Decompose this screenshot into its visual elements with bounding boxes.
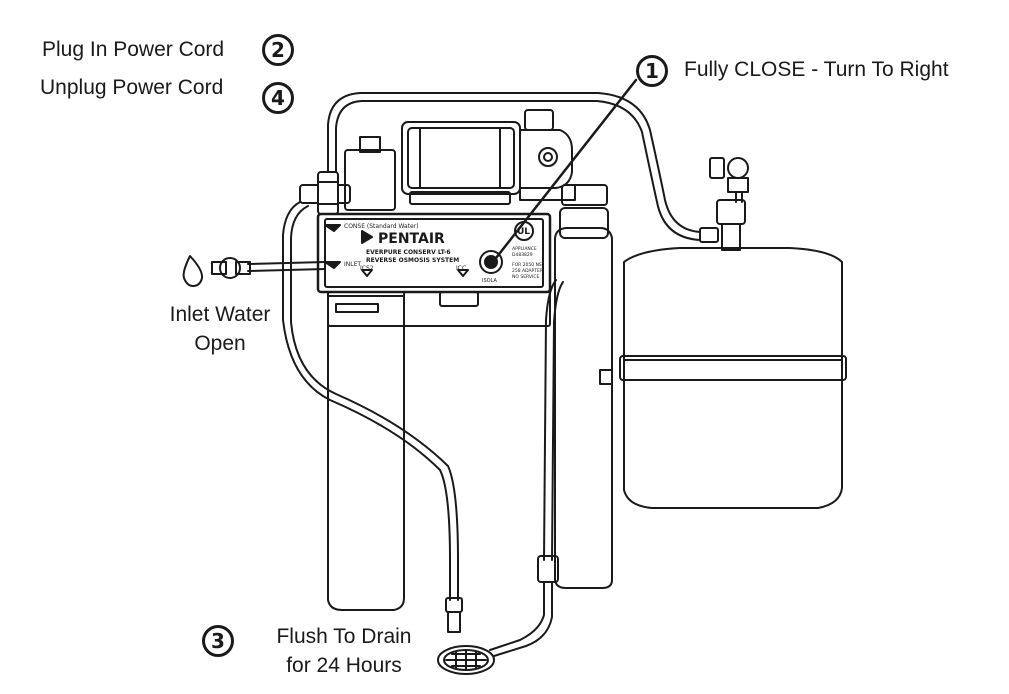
inlet-label-line1: Inlet Water — [169, 303, 271, 326]
storage-tank — [619, 199, 847, 509]
panel-side-text-4: 258 ADAPTER — [512, 268, 543, 274]
panel-left-tag: INLET — [344, 261, 361, 268]
step-2-label: Plug In Power Cord — [42, 38, 225, 61]
panel-brand: PENTAIR — [378, 231, 445, 247]
mount-bracket — [327, 291, 551, 327]
step-4-badge: 4 — [262, 82, 294, 114]
panel-side-text-2: D483829 — [512, 252, 533, 258]
panel-top-tag: CONSE (Standard Water) — [344, 223, 419, 230]
panel-port-left: ICS2 — [360, 265, 374, 272]
step-3-badge: 3 — [202, 625, 234, 657]
panel-knob-label: ISOLA — [482, 278, 497, 284]
drain-tubing — [489, 279, 564, 657]
inlet-label-line2: Open — [194, 332, 246, 355]
panel-side-text-1: APPLIANCE — [512, 246, 537, 252]
panel-ul-mark: UL — [517, 227, 530, 237]
step-1-leader-line — [494, 78, 638, 260]
membrane-housing — [554, 207, 613, 589]
inlet-valve — [211, 257, 326, 279]
top-tubing — [327, 92, 701, 241]
pump-motor — [401, 109, 576, 205]
panel-model-line2: REVERSE OSMOSIS SYSTEM — [366, 257, 459, 264]
panel-port-right: ICC — [456, 265, 466, 272]
step-3-label-line2: for 24 Hours — [286, 654, 402, 677]
panel-model-line1: EVERPURE CONSERV LT-6 — [366, 249, 451, 256]
floor-drain-icon — [437, 645, 495, 675]
panel-side-text-5: NO SERVICE — [512, 274, 539, 280]
panel-side-text-3: FOR 2050 NSF — [512, 262, 545, 268]
step-4-label: Unplug Power Cord — [40, 76, 224, 99]
inlet-line-tubing — [282, 201, 463, 633]
step-3-label-line1: Flush To Drain — [276, 625, 412, 648]
water-drop-icon — [182, 255, 204, 287]
panel-labels: CONSE (Standard Water) PENTAIR EVERPURE … — [344, 223, 545, 284]
step-2-badge: 2 — [262, 34, 294, 66]
step-1-badge: 1 — [636, 55, 668, 87]
step-1-label: Fully CLOSE - Turn To Right — [684, 58, 949, 81]
valve-block — [299, 136, 608, 215]
left-filter-cartridge — [327, 291, 405, 611]
tank-valve — [709, 157, 749, 203]
